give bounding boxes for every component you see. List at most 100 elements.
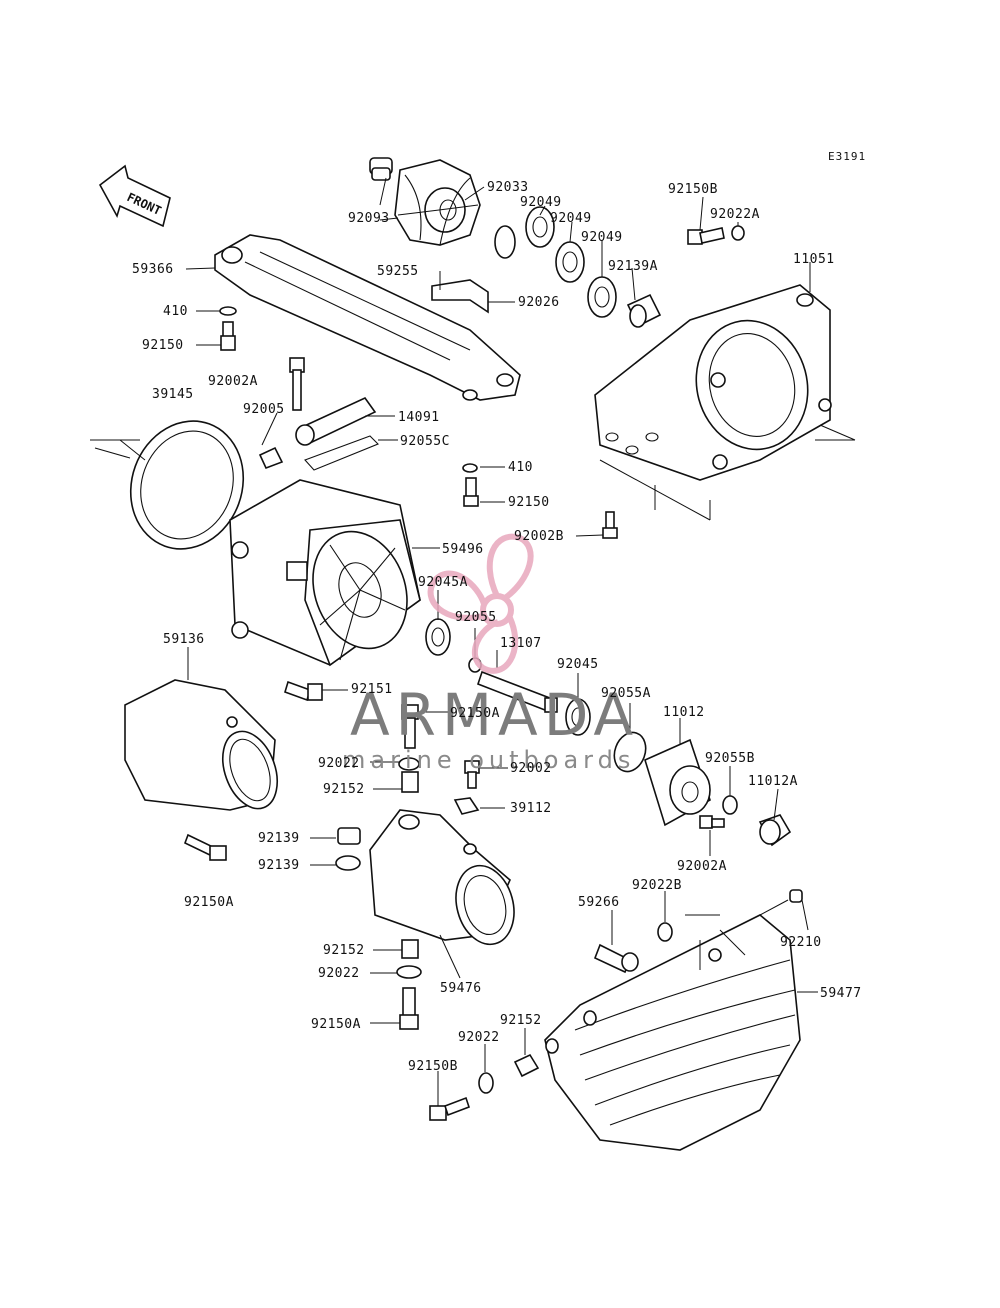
- part-label-92152-upper: 92152: [323, 782, 365, 797]
- part-label-59136: 59136: [163, 632, 205, 647]
- part-label-92022-bottom: 92022: [458, 1030, 500, 1045]
- part-label-92055c: 92055C: [400, 434, 450, 449]
- part-label-92055a: 92055A: [601, 686, 651, 701]
- oring-92055b-shape: [722, 795, 738, 815]
- part-labels: 92093 92033 92049 92049 92049 92150B 920…: [132, 180, 862, 1074]
- part-label-59255: 59255: [377, 264, 419, 279]
- bolt-92150a-upper-shape: [401, 704, 419, 749]
- part-label-92150a-upper: 92150A: [450, 706, 500, 721]
- pump-housing-shape: [229, 479, 421, 667]
- ring-92033-shape: [494, 225, 516, 259]
- washer-92022-bottom-shape: [478, 1072, 494, 1094]
- cap-11012a-shape: [758, 814, 792, 847]
- bolt-92150b-bottom-shape: [429, 1096, 471, 1121]
- impeller-shape: [394, 159, 481, 246]
- part-shapes: [90, 157, 856, 1151]
- ring-39145-shape: [90, 420, 245, 550]
- part-label-92033: 92033: [487, 180, 529, 195]
- part-label-92150-left: 92150: [142, 338, 184, 353]
- plate-92026-shape: [431, 279, 489, 314]
- sleeve-shape: [626, 293, 662, 328]
- part-label-410-top: 410: [163, 304, 188, 319]
- part-label-92151: 92151: [351, 682, 393, 697]
- part-label-92150a-lower: 92150A: [311, 1017, 361, 1032]
- bolt-92150b-top-shape: [687, 225, 745, 245]
- part-label-92150-mid: 92150: [508, 495, 550, 510]
- part-label-92002a-lower: 92002A: [677, 859, 727, 874]
- sleeve-92152-bottom-shape: [513, 1053, 540, 1078]
- part-label-59366: 59366: [132, 262, 174, 277]
- cap-92093-shape: [369, 157, 393, 181]
- part-label-59477: 59477: [820, 986, 862, 1001]
- bolt-92002a-lower-shape: [699, 815, 725, 829]
- part-label-92139-upper: 92139: [258, 831, 300, 846]
- part-label-39112: 39112: [510, 801, 552, 816]
- cover-14091-shape: [295, 396, 377, 446]
- part-label-92150a-left: 92150A: [184, 895, 234, 910]
- part-label-92210: 92210: [780, 935, 822, 950]
- watermark-tagline: marine outboards: [342, 746, 635, 774]
- nozzle-59476-shape: [369, 809, 515, 946]
- part-label-92049-c: 92049: [581, 230, 623, 245]
- link-39112-shape: [453, 797, 480, 815]
- part-label-92055b: 92055B: [705, 751, 755, 766]
- bushing-92139-upper-shape: [337, 827, 361, 845]
- bolt-92151-shape: [284, 680, 323, 702]
- fitting-59266-shape: [593, 943, 639, 974]
- part-label-92139-lower: 92139: [258, 858, 300, 873]
- part-label-92152-bottom: 92152: [500, 1013, 542, 1028]
- part-label-92055: 92055: [455, 610, 497, 625]
- bolt-92150-left-shape: [220, 321, 236, 351]
- part-label-92045: 92045: [557, 657, 599, 672]
- bearing-3-shape: [587, 276, 617, 318]
- bolt-92002-shape: [464, 760, 480, 789]
- part-label-92150b-bottom: 92150B: [408, 1059, 458, 1074]
- sleeve-92152-upper-shape: [401, 771, 419, 793]
- part-label-92139a: 92139A: [608, 259, 658, 274]
- part-label-11051: 11051: [793, 252, 835, 267]
- part-label-92026: 92026: [518, 295, 560, 310]
- part-label-13107: 13107: [500, 636, 542, 651]
- part-label-92022-lower: 92022: [318, 966, 360, 981]
- part-label-59496: 59496: [442, 542, 484, 557]
- washer-92022b-shape: [657, 922, 673, 942]
- part-label-92005: 92005: [243, 402, 285, 417]
- bushing-92139-lower-shape: [335, 855, 361, 871]
- front-direction-arrow: FRONT: [98, 164, 171, 228]
- bolt-92150-mid-shape: [463, 477, 479, 507]
- part-label-92049-a: 92049: [520, 195, 562, 210]
- washer-410-top-shape: [219, 306, 237, 316]
- diagram-code: E3191: [828, 150, 866, 163]
- part-label-92093: 92093: [348, 211, 390, 226]
- part-label-92002: 92002: [510, 761, 552, 776]
- part-label-92150b-top: 92150B: [668, 182, 718, 197]
- propeller-logo: [427, 533, 534, 674]
- part-label-92049-b: 92049: [550, 211, 592, 226]
- part-label-92022b: 92022B: [632, 878, 682, 893]
- nozzle-59136-shape: [124, 679, 278, 811]
- part-label-11012a: 11012A: [748, 774, 798, 789]
- part-label-92022-upper: 92022: [318, 756, 360, 771]
- bearing-92045-shape: [565, 698, 591, 736]
- oring-92055a-shape: [613, 731, 647, 773]
- gasket-92055c-shape: [304, 435, 379, 471]
- part-label-59476: 59476: [440, 981, 482, 996]
- part-label-39145: 39145: [152, 387, 194, 402]
- part-label-92002a-top: 92002A: [208, 374, 258, 389]
- bearing-92045a-shape: [425, 618, 451, 656]
- sleeve-92152-lower-shape: [401, 939, 419, 959]
- watermark-brand: ARMADA: [350, 681, 639, 749]
- part-label-92152-lower: 92152: [323, 943, 365, 958]
- part-label-410-mid: 410: [508, 460, 533, 475]
- armada-watermark: ARMADA marine outboards: [342, 533, 639, 774]
- leader-lines: [185, 177, 818, 1106]
- washer-92022-upper-shape: [398, 757, 420, 771]
- cap-11012-shape: [644, 738, 711, 827]
- bearing-2-shape: [555, 241, 585, 283]
- part-label-92002b: 92002B: [514, 529, 564, 544]
- bracket-11051-shape: [594, 284, 856, 521]
- plug-92210-shape: [789, 889, 803, 903]
- reverse-bucket-59477-shape: [544, 914, 801, 1151]
- part-label-59266: 59266: [578, 895, 620, 910]
- part-label-92045a: 92045A: [418, 575, 468, 590]
